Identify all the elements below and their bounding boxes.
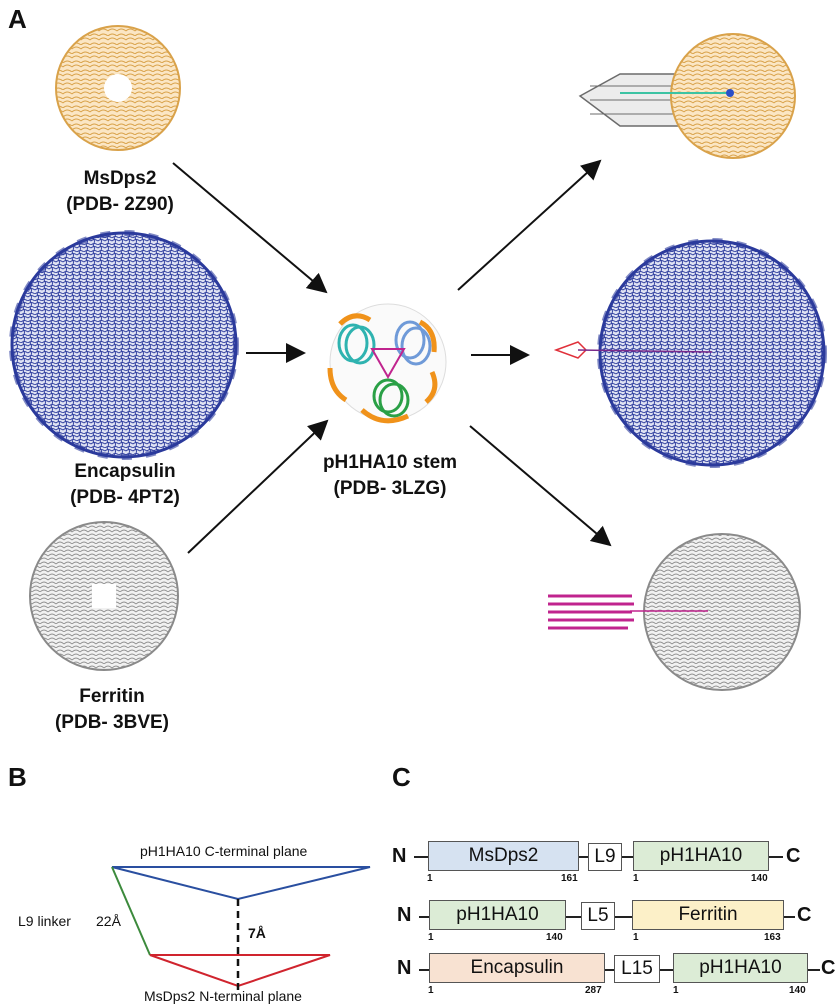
stem-structure-image	[327, 303, 447, 424]
panel-label-c: C	[392, 762, 411, 792]
c-terminus: C	[786, 845, 801, 867]
arrow-stem-to-ferritin	[469, 425, 612, 547]
ferritin-pdb: (PDB- 3BVE)	[54, 712, 169, 733]
top-plane-label: pH1HA10 C-terminal plane	[140, 843, 308, 859]
residue-end: 140	[751, 873, 768, 884]
domain-ph1ha10: pH1HA10	[429, 900, 566, 930]
msdps2-caption: MsDps2 (PDB- 2Z90)	[20, 166, 220, 218]
residue-end: 140	[546, 932, 563, 943]
linker-l5: L5	[581, 902, 615, 930]
stem-caption: pH1HA10 stem (PDB- 3LZG)	[290, 450, 490, 502]
msdps2-pdb: (PDB- 2Z90)	[66, 194, 174, 215]
panel-label-a: A	[8, 4, 27, 34]
encapsulin-fusion-image	[553, 238, 827, 468]
msdps2-structure-image	[55, 25, 181, 151]
residue-start: 1	[633, 873, 639, 884]
linker-line	[111, 866, 151, 956]
residue-end: 163	[764, 932, 781, 943]
ferritin-name: Ferritin	[79, 686, 145, 707]
domain-ph1ha10: pH1HA10	[633, 841, 769, 871]
arrow-stem-to-msdps2	[457, 159, 602, 291]
encapsulin-name: Encapsulin	[74, 461, 176, 482]
backbone-line	[784, 916, 795, 918]
residue-end: 140	[789, 985, 806, 996]
encapsulin-caption: Encapsulin (PDB- 4PT2)	[20, 459, 230, 511]
residue-end: 161	[561, 873, 578, 884]
c-terminus: C	[797, 904, 812, 926]
n-terminus: N	[397, 957, 412, 979]
distance-label: 7Å	[248, 925, 266, 941]
backbone-line	[414, 856, 428, 858]
backbone-line	[566, 916, 581, 918]
domain-encapsulin: Encapsulin	[429, 953, 605, 983]
domain-msdps2: MsDps2	[428, 841, 579, 871]
residue-start: 1	[633, 932, 639, 943]
ferritin-fusion-image	[548, 533, 801, 691]
encapsulin-pdb: (PDB- 4PT2)	[70, 487, 180, 508]
bottom-plane-label: MsDps2 N-terminal plane	[144, 988, 302, 1004]
c-terminus: C	[821, 957, 836, 979]
n-terminus: N	[397, 904, 412, 926]
panel-a-diagram	[9, 25, 827, 691]
linker-l9: L9	[588, 843, 622, 871]
backbone-line	[605, 969, 614, 971]
arrow-msdps2-to-stem	[172, 162, 328, 294]
stem-name: pH1HA10 stem	[322, 452, 458, 473]
bottom-plane-triangle	[149, 954, 331, 988]
stem-pdb: (PDB- 3LZG)	[333, 478, 447, 499]
top-plane-triangle	[111, 866, 371, 901]
backbone-line	[808, 969, 820, 971]
ferritin-caption: Ferritin (PDB- 3BVE)	[12, 684, 212, 736]
ferritin-structure-image	[29, 521, 179, 671]
arrow-ferritin-to-stem	[187, 419, 329, 554]
residue-start: 1	[428, 985, 434, 996]
linker-label: L9 linker	[18, 913, 71, 929]
backbone-line	[622, 856, 633, 858]
residue-start: 1	[428, 932, 434, 943]
linker-length-label: 22Å	[96, 913, 121, 929]
residue-start: 1	[427, 873, 433, 884]
backbone-line	[615, 916, 632, 918]
backbone-line	[419, 916, 429, 918]
residue-end: 287	[585, 985, 602, 996]
msdps2-fusion-image	[578, 33, 796, 159]
domain-ferritin: Ferritin	[632, 900, 784, 930]
backbone-line	[419, 969, 429, 971]
backbone-line	[769, 856, 783, 858]
msdps2-name: MsDps2	[83, 168, 157, 189]
backbone-line	[579, 856, 588, 858]
residue-start: 1	[673, 985, 679, 996]
backbone-line	[660, 969, 673, 971]
domain-ph1ha10: pH1HA10	[673, 953, 808, 983]
linker-l15: L15	[614, 955, 660, 983]
panel-label-b: B	[8, 762, 27, 792]
n-terminus: N	[392, 845, 407, 867]
encapsulin-structure-image	[9, 230, 239, 460]
